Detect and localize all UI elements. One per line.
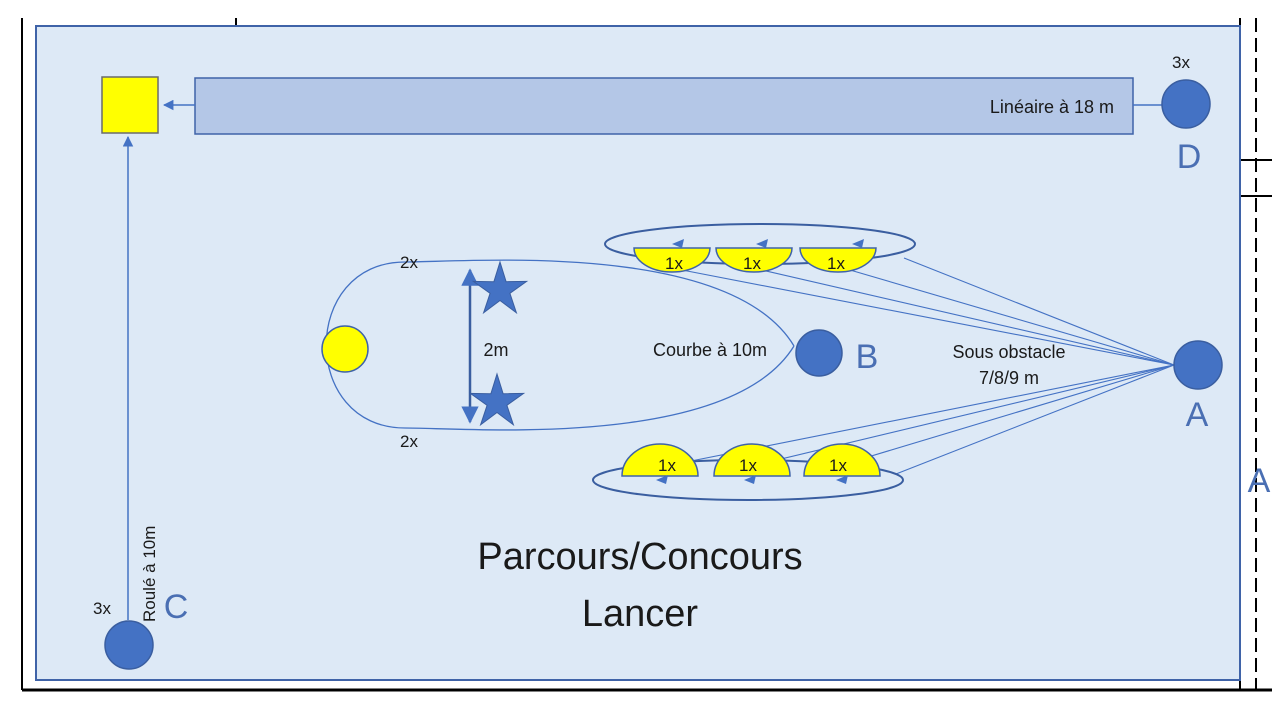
lower-gate-3 — [803, 443, 881, 477]
curve-count-bottom: 2x — [400, 432, 418, 451]
station-b-letter: B — [856, 338, 879, 376]
station-a-circle — [1173, 340, 1223, 390]
station-a-letter: A — [1186, 396, 1209, 434]
lower-gate-3-count: 1x — [829, 456, 847, 475]
edge-letter: A — [1248, 462, 1271, 500]
star-top — [471, 260, 529, 315]
curve-target-circle — [321, 325, 369, 373]
station-c-circle — [104, 620, 154, 670]
field-area — [35, 25, 1241, 681]
title-line-2: Lancer — [582, 593, 699, 635]
roule-label: Roulé à 10m — [140, 526, 159, 622]
target-square — [101, 76, 159, 134]
two-meter-label: 2m — [483, 340, 508, 360]
lower-gate-1-count: 1x — [658, 456, 676, 475]
upper-gate-1 — [633, 247, 711, 273]
upper-arrowheads — [672, 239, 864, 248]
upper-gate-3-count: 1x — [827, 254, 845, 273]
upper-gate-2-count: 1x — [743, 254, 761, 273]
star-bottom — [468, 372, 526, 427]
station-d-letter: D — [1177, 138, 1202, 176]
lower-arrowheads — [656, 475, 848, 484]
courbe-label: Courbe à 10m — [653, 340, 767, 360]
title-line-1: Parcours/Concours — [477, 536, 802, 578]
station-c-letter: C — [164, 588, 189, 626]
lineaire-label: Linéaire à 18 m — [990, 97, 1114, 117]
lower-gate-2 — [713, 443, 791, 477]
station-b-circle — [795, 329, 843, 377]
lower-gate-2-count: 1x — [739, 456, 757, 475]
lower-gate-1 — [621, 443, 699, 477]
curve-count-top: 2x — [400, 253, 418, 272]
upper-gate-3 — [799, 247, 877, 273]
upper-gate-2 — [715, 247, 793, 273]
sous-obstacle-label-2: 7/8/9 m — [979, 368, 1039, 388]
upper-gate-1-count: 1x — [665, 254, 683, 273]
station-c-count: 3x — [93, 599, 111, 618]
station-d-count: 3x — [1172, 53, 1190, 72]
station-d-circle — [1161, 79, 1211, 129]
linear-lane — [194, 77, 1134, 135]
sous-obstacle-label-1: Sous obstacle — [952, 342, 1065, 362]
